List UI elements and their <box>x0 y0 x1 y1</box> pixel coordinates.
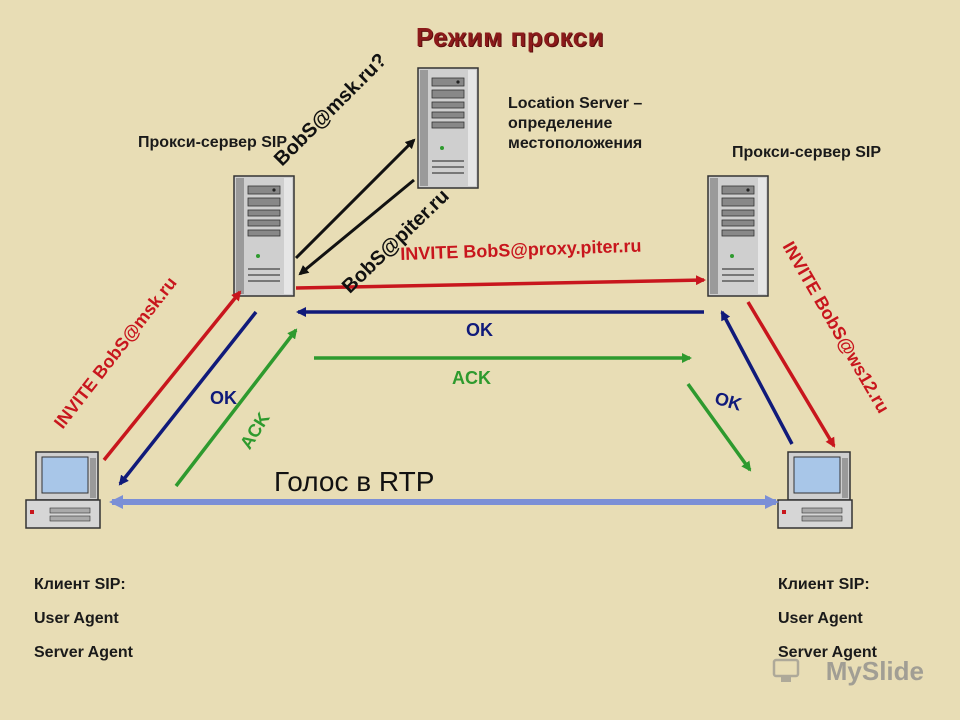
client-right-line: Клиент SIP: <box>778 576 870 593</box>
client-right-label: Клиент SIP: User Agent Server Agent <box>778 568 877 670</box>
watermark-text: MySlide <box>825 656 924 686</box>
client-right-line: User Agent <box>778 610 863 627</box>
location-server-label-line: Location Server – <box>508 95 643 112</box>
proxy-server-right-icon <box>707 175 769 297</box>
ok-middle-label: OK <box>466 320 493 340</box>
page-title: Режим прокси <box>415 22 605 52</box>
rtp-voice-label: Голос в RTP <box>274 466 435 497</box>
proxy-left-label: Прокси-сервер SIP <box>138 134 288 151</box>
ok-left-arrow <box>118 310 258 486</box>
client-right-pc-icon <box>777 451 853 529</box>
invite-left-arrow <box>102 290 242 462</box>
watermark-icon <box>772 658 800 682</box>
query-arrow <box>294 138 416 260</box>
ok-right-arrow <box>720 310 794 445</box>
proxy-server-left-icon <box>233 175 295 297</box>
ack-right-arrow <box>686 382 752 472</box>
client-left-pc-icon <box>25 451 101 529</box>
ack-middle-label: ACK <box>452 368 491 388</box>
invite-right-arrow <box>746 301 836 448</box>
client-left-line: User Agent <box>34 610 119 627</box>
ok-left-label: OK <box>210 388 237 408</box>
location-server-label-line: местоположения <box>508 135 643 152</box>
ack-left-arrow <box>174 328 298 488</box>
client-left-line: Server Agent <box>34 644 133 661</box>
client-left-label: Клиент SIP: User Agent Server Agent <box>34 568 133 670</box>
proxy-right-label: Прокси-сервер SIP <box>732 144 882 161</box>
location-server-label-line: определение <box>508 115 613 132</box>
client-left-line: Клиент SIP: <box>34 576 126 593</box>
invite-proxy-arrow <box>295 275 706 290</box>
location-server-label: Location Server – определение местополож… <box>508 94 642 154</box>
reply-arrow <box>298 178 415 276</box>
client-right-line: Server Agent <box>778 644 877 661</box>
location-server-icon <box>417 67 479 189</box>
